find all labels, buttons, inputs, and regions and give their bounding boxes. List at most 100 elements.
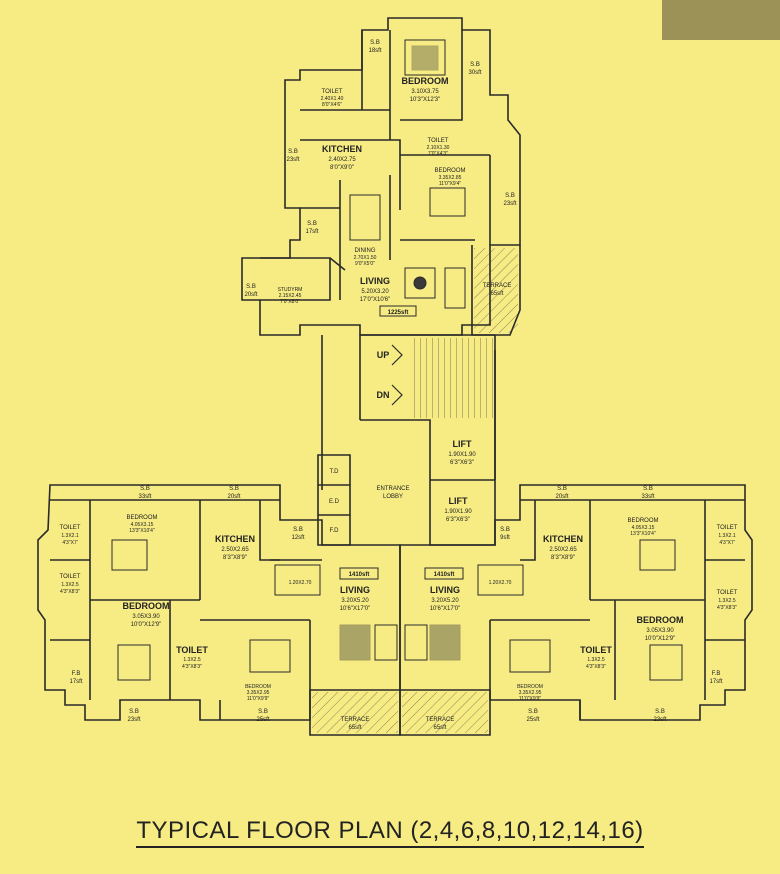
label-right-bedroom-b-ft: 10'0"X12'9" [645, 636, 676, 642]
label-toilet-1-m: 2.40X1.40 [321, 96, 344, 102]
label-lobby-2: LOBBY [383, 494, 403, 500]
label-left-bedroom-b-m: 3.05X3.90 [132, 614, 160, 620]
label-right-terrace: TERRACE [426, 717, 455, 723]
label-terrace-upper: TERRACE [483, 283, 512, 289]
label-right-toilet-c-ft: 4'3"X8'3" [586, 664, 606, 670]
label-left-fb-name: F.B [72, 671, 81, 677]
label-toilet-1-ft: 8'0"X4'6" [322, 102, 342, 108]
label-left-toilet-c-m: 1.3X2.5 [183, 657, 200, 663]
plan-title: TYPICAL FLOOR PLAN (2,4,6,8,10,12,14,16) [0, 817, 780, 848]
label-lift-2: LIFT [449, 496, 468, 506]
label-right-sb33-area: 33sft [641, 494, 654, 500]
label-dining-ft: 9'0"X5'0" [355, 261, 375, 267]
label-study-ft: 7'0"X8'0" [280, 299, 300, 305]
label-right-fb-area: 17sft [709, 679, 722, 685]
label-lift-2-m: 1.90X1.90 [444, 509, 472, 515]
label-bedroom-2: BEDROOM [434, 168, 465, 174]
label-right-toilet-b-ft: 4'3"X8'3" [717, 605, 737, 611]
label-right-toilet-c: TOILET [580, 645, 612, 655]
label-sb-23b-area: 23sft [503, 201, 516, 207]
label-left-passage: 1.20X2.70 [289, 580, 312, 586]
label-right-passage: 1.20X2.70 [489, 580, 512, 586]
label-left-sbk-area: 12sft [291, 535, 304, 541]
label-left-kitchen: KITCHEN [215, 534, 255, 544]
label-sb-18-area: 18sft [368, 48, 381, 54]
label-left-bedroom-a-ft: 13'3"X10'4" [129, 528, 155, 534]
label-right-terrace-area: 65sft [433, 725, 446, 731]
label-sb-23b-name: S.B [505, 193, 515, 199]
label-left-terrace-area: 65sft [348, 725, 361, 731]
label-right-bedroom-a-ft: 13'3"X10'4" [630, 531, 656, 537]
label-sb-17-name: S.B [307, 221, 317, 227]
label-right-sbk-name: S.B [500, 527, 510, 533]
label-left-sb25-area: 25sft [256, 717, 269, 723]
label-left-toilet-c-ft: 4'3"X8'3" [182, 664, 202, 670]
label-right-toilet-c-m: 1.3X2.5 [587, 657, 604, 663]
label-right-sb23-area: 23sft [653, 717, 666, 723]
label-right-bedroom-c-m: 3.35X2.95 [519, 690, 542, 696]
label-right-bedroom-c: BEDROOM [517, 684, 543, 690]
label-left-sb23-name: S.B [129, 709, 139, 715]
label-toilet-2-m: 2.10X1.30 [427, 145, 450, 151]
label-fd: F.D [330, 528, 340, 534]
label-left-bedroom-b-ft: 10'0"X12'9" [131, 622, 162, 628]
label-left-sbk-name: S.B [293, 527, 303, 533]
label-toilet-2: TOILET [428, 138, 449, 144]
label-area-upper: 1225sft [388, 310, 409, 316]
corner-photo [662, 0, 780, 40]
label-sb-30-name: S.B [470, 62, 480, 68]
label-right-bedroom-c-ft: 11'0"X9'9" [519, 696, 542, 702]
label-left-toilet-a-ft: 4'3"X7' [62, 540, 77, 546]
label-left-fb-area: 17sft [69, 679, 82, 685]
plan-title-text: TYPICAL FLOOR PLAN (2,4,6,8,10,12,14,16) [136, 817, 644, 848]
label-right-toilet-a-m: 1.3X2.1 [718, 533, 735, 539]
label-sb-23-name: S.B [288, 149, 298, 155]
label-left-sb20-name: S.B [229, 486, 239, 492]
label-sb-18-name: S.B [370, 40, 380, 46]
label-right-sb20-area: 20sft [555, 494, 568, 500]
label-toilet-1: TOILET [322, 89, 343, 95]
label-left-sb20-area: 20sft [227, 494, 240, 500]
label-left-area: 1410sft [349, 572, 370, 578]
label-living-upper: LIVING [360, 276, 390, 286]
left-flat-outline [37, 484, 401, 721]
label-lift-2-ft: 6'3"X6'3" [446, 517, 470, 523]
label-right-living-m: 3.20X5.20 [431, 598, 459, 604]
label-left-bedroom-c: BEDROOM [245, 684, 271, 690]
label-dining-m: 2.70X1.50 [354, 255, 377, 261]
label-sb-23-area: 23sft [286, 157, 299, 163]
label-left-terrace: TERRACE [341, 717, 370, 723]
label-lift-1-ft: 6'3"X6'3" [450, 460, 474, 466]
label-right-toilet-b: TOILET [717, 590, 738, 596]
label-left-kitchen-ft: 8'3"X8'9" [223, 555, 247, 561]
label-bedroom-1-m: 3.10X3.75 [411, 89, 439, 95]
label-lift-1: LIFT [453, 439, 472, 449]
label-left-living-ft: 10'6"X17'0" [340, 606, 371, 612]
label-right-toilet-b-m: 1.3X2.5 [718, 598, 735, 604]
label-left-bedroom-c-ft: 11'0"X9'9" [247, 696, 270, 702]
label-left-sb23-area: 23sft [127, 717, 140, 723]
label-left-living-m: 3.20X5.20 [341, 598, 369, 604]
label-left-living: LIVING [340, 585, 370, 595]
label-left-bedroom-c-m: 3.35X2.95 [247, 690, 270, 696]
label-right-sb33-name: S.B [643, 486, 653, 492]
upper-flat-outline [241, 17, 521, 336]
right-flat-outline [399, 484, 753, 721]
label-left-toilet-b-ft: 4'3"X8'3" [60, 589, 80, 595]
label-left-sb25-name: S.B [258, 709, 268, 715]
label-bedroom-1: BEDROOM [402, 76, 449, 86]
label-dn: DN [377, 390, 390, 400]
label-ed: E.D [329, 499, 340, 505]
label-study-m: 2.15X2.45 [279, 293, 302, 299]
label-left-kitchen-m: 2.50X2.65 [221, 547, 249, 553]
label-lift-1-m: 1.90X1.90 [448, 452, 476, 458]
label-living-upper-ft: 17'0"X10'6" [360, 297, 391, 303]
label-living-upper-m: 5.20X3.20 [361, 289, 389, 295]
label-right-kitchen-ft: 8'3"X8'9" [551, 555, 575, 561]
label-right-kitchen-m: 2.50X2.65 [549, 547, 577, 553]
label-left-sb33-name: S.B [140, 486, 150, 492]
label-dining: DINING [355, 248, 376, 254]
label-sb-17-area: 17sft [305, 229, 318, 235]
label-left-toilet-c: TOILET [176, 645, 208, 655]
label-bedroom-2-m: 3.35X2.85 [439, 175, 462, 181]
